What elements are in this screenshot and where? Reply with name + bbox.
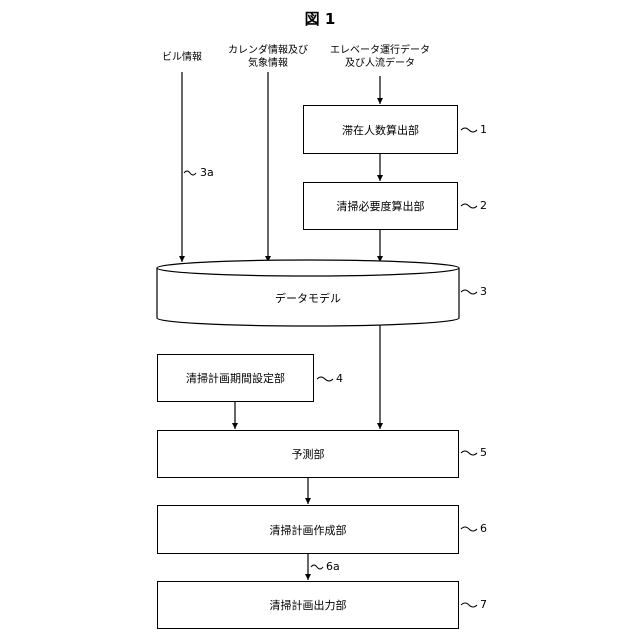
ref-3a: 3a <box>200 167 214 179</box>
leader-4 <box>317 377 333 381</box>
ref-4: 4 <box>336 373 343 385</box>
plan-creation-label: 清掃計画作成部 <box>270 522 347 538</box>
ref-1: 1 <box>480 124 487 136</box>
plan-period-setting-block: 清掃計画期間設定部 <box>157 354 314 402</box>
leader-3a <box>184 171 196 175</box>
calendar-weather-label-line1: カレンダ情報及び <box>213 44 323 57</box>
input-calendar-weather: カレンダ情報及び 気象情報 <box>213 44 323 70</box>
ref-3: 3 <box>480 286 487 298</box>
leader-1 <box>461 128 477 132</box>
ref-6a: 6a <box>326 561 340 573</box>
elevator-people-label-line2: 及び人流データ <box>320 57 440 70</box>
plan-creation-block: 清掃計画作成部 <box>157 505 459 554</box>
leader-6a <box>311 565 323 569</box>
occupancy-calc-label: 滞在人数算出部 <box>342 122 419 138</box>
leader-7 <box>461 603 477 607</box>
plan-period-setting-label: 清掃計画期間設定部 <box>186 370 285 386</box>
elevator-people-label-line1: エレベータ運行データ <box>320 44 440 57</box>
calendar-weather-label-line2: 気象情報 <box>213 57 323 70</box>
leader-6 <box>461 527 477 531</box>
ref-2: 2 <box>480 200 487 212</box>
leader-5 <box>461 451 477 455</box>
leader-3 <box>461 290 477 294</box>
cleaning-need-calc-block: 清掃必要度算出部 <box>303 182 458 230</box>
input-elevator-people-flow: エレベータ運行データ 及び人流データ <box>320 44 440 70</box>
data-model-label: データモデル <box>157 290 459 306</box>
plan-output-label: 清掃計画出力部 <box>270 597 347 613</box>
ref-5: 5 <box>480 447 487 459</box>
ref-6: 6 <box>480 523 487 535</box>
leader-2 <box>461 204 477 208</box>
ref-7: 7 <box>480 599 487 611</box>
plan-output-block: 清掃計画出力部 <box>157 581 459 629</box>
building-info-label: ビル情報 <box>162 52 202 63</box>
input-building-info: ビル情報 <box>142 51 222 64</box>
occupancy-calc-block: 滞在人数算出部 <box>303 105 458 154</box>
cleaning-need-calc-label: 清掃必要度算出部 <box>337 198 425 214</box>
prediction-block: 予測部 <box>157 430 459 478</box>
prediction-label: 予測部 <box>292 446 325 462</box>
figure-title: 図 1 <box>0 8 640 29</box>
